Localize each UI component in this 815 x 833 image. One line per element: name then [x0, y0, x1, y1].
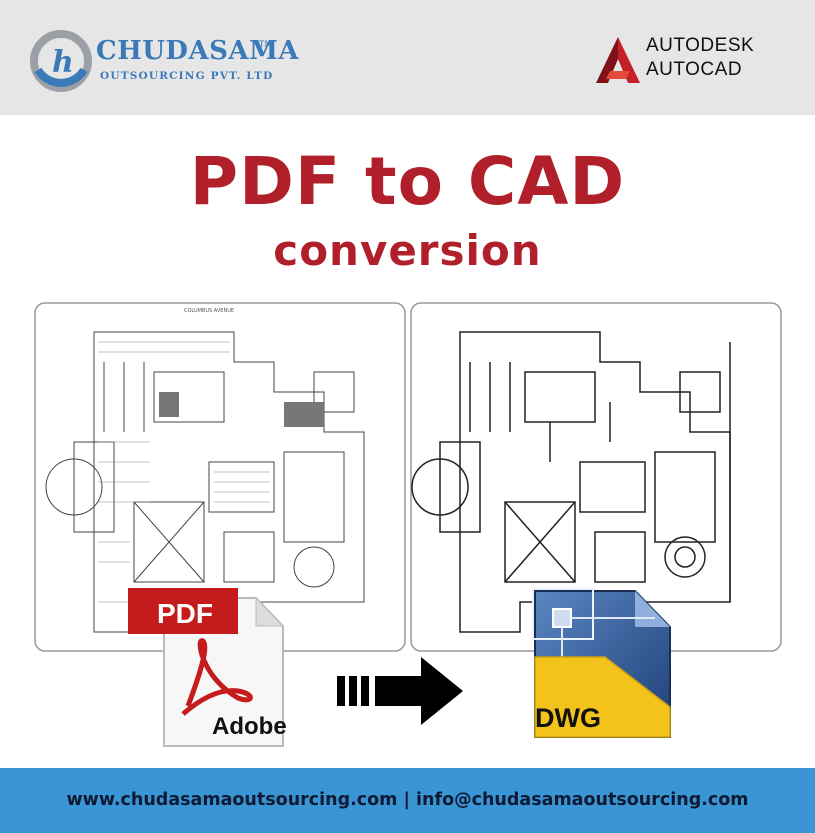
autocad-a-icon — [596, 37, 640, 83]
autocad-text: AUTOCAD — [646, 59, 743, 80]
dwg-label: DWG — [535, 703, 601, 733]
brand-trademark: TM — [259, 40, 273, 50]
contact-links[interactable]: www.chudasamaoutsourcing.com | info@chud… — [66, 790, 749, 810]
svg-text:h: h — [52, 45, 74, 80]
brand-name: CHUDASAMA — [96, 36, 300, 66]
pdf-file-icon — [128, 588, 285, 747]
plan-street-label: COLUMBUS AVENUE — [184, 308, 234, 314]
dwg-file-icon — [532, 588, 671, 738]
autodesk-text: AUTODESK — [646, 35, 755, 56]
autodesk-logo[interactable]: AUTODESK AUTOCAD — [596, 35, 796, 95]
page-title: PDF to CAD — [189, 143, 626, 220]
header-bar: h CHUDASAMA TM OUTSOURCING PVT. LTD AUTO… — [0, 0, 815, 115]
conversion-arrow-icon — [337, 657, 463, 725]
company-logo[interactable]: h CHUDASAMA TM OUTSOURCING PVT. LTD — [30, 28, 299, 98]
page-subtitle: conversion — [273, 226, 542, 275]
footer-bar: www.chudasamaoutsourcing.com | info@chud… — [0, 768, 815, 833]
pdf-label: PDF — [157, 598, 213, 629]
company-logo-mark-icon: h — [30, 30, 92, 92]
brand-subtitle: OUTSOURCING PVT. LTD — [100, 70, 274, 82]
adobe-label: Adobe — [212, 713, 287, 740]
